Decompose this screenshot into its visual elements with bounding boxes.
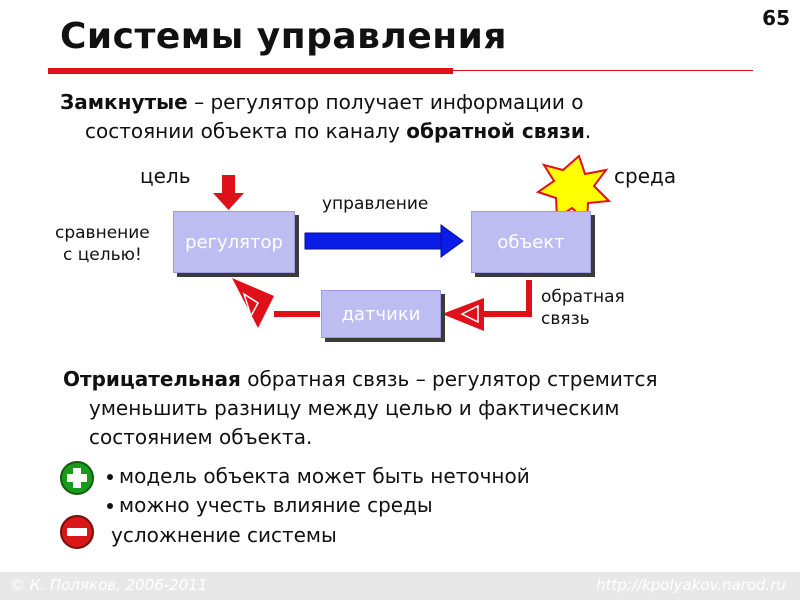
- sensors-box: датчики: [321, 290, 441, 338]
- site-link[interactable]: http://kpolyakov.narod.ru: [596, 576, 786, 594]
- regulator-box: регулятор: [173, 211, 295, 273]
- intro-text-2: состоянии объекта по каналу: [85, 119, 407, 143]
- intro-end: .: [584, 119, 592, 143]
- starburst-icon: [535, 154, 612, 225]
- intro-text-1: – регулятор получает информации о: [187, 90, 584, 114]
- comparison-line-1: сравнение: [55, 223, 150, 243]
- minus-circle-icon: [60, 515, 94, 549]
- footer: © К. Поляков, 2006-2011 http://kpolyakov…: [0, 572, 800, 600]
- negative-feedback-paragraph: Отрицательная обратная связь – регулятор…: [63, 365, 763, 452]
- copyright: © К. Поляков, 2006-2011: [10, 576, 208, 594]
- negative-text-3: состоянием объекта.: [89, 425, 313, 449]
- environment-label: среда: [614, 164, 677, 188]
- title-underline: [48, 68, 453, 74]
- negative-text-2: уменьшить разницу между целью и фактичес…: [89, 396, 620, 420]
- feedback-line-1: обратная: [541, 287, 625, 307]
- comparison-line-2: с целью!: [62, 245, 142, 265]
- page-number: 65: [762, 6, 790, 30]
- control-arrow: [304, 224, 464, 258]
- comparison-note: сравнение с целью!: [55, 222, 150, 266]
- slide-title: Системы управления: [60, 16, 507, 57]
- list-item: модель объекта может быть неточной: [103, 462, 530, 491]
- control-label: управление: [322, 194, 429, 214]
- goal-arrow-icon: [213, 175, 244, 210]
- feedback-arrow-left: [232, 278, 320, 328]
- title-rule: [453, 70, 753, 71]
- negative-term: Отрицательная: [63, 367, 241, 391]
- bullet-icon: [107, 473, 113, 480]
- pros-list: модель объекта может быть неточной можно…: [103, 462, 530, 520]
- list-item: можно учесть влияние среды: [103, 491, 530, 520]
- plus-circle-icon: [60, 461, 94, 495]
- pro-text: модель объекта может быть неточной: [119, 464, 530, 488]
- feedback-arrow-right: [442, 280, 532, 331]
- intro-paragraph: Замкнутые – регулятор получает информаци…: [60, 88, 750, 146]
- bullet-icon: [107, 502, 113, 509]
- object-box: объект: [471, 211, 591, 273]
- cons-text: усложнение системы: [111, 523, 337, 547]
- feedback-label: обратная связь: [541, 286, 625, 330]
- feedback-term: обратной связи: [406, 119, 585, 143]
- feedback-line-2: связь: [541, 309, 590, 329]
- closed-term: Замкнутые: [60, 90, 188, 114]
- pro-text: можно учесть влияние среды: [119, 493, 433, 517]
- goal-label: цель: [140, 164, 191, 188]
- negative-text-1: обратная связь – регулятор стремится: [240, 367, 658, 391]
